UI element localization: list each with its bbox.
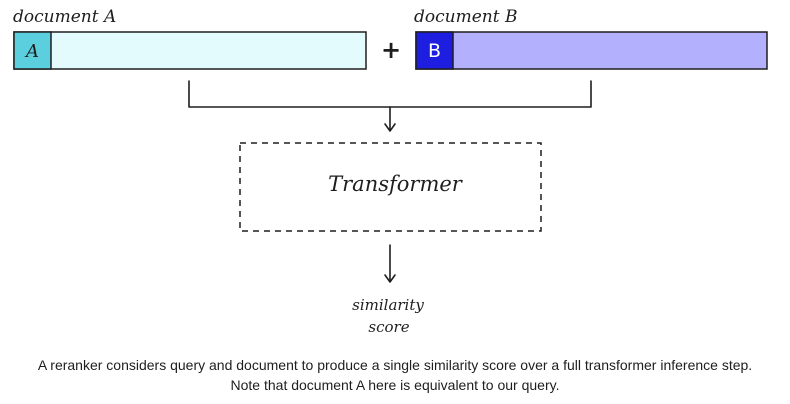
document-a-label: document A [13,7,116,27]
output-label-line2: score [368,318,409,336]
document-a-token-cell [13,31,52,70]
document-b-body [415,31,768,70]
document-b-box: B [415,31,768,70]
document-b-token-cell [415,31,454,70]
transformer-box [239,142,542,232]
arrow-down-icon [384,106,396,132]
caption-line-1: A reranker considers query and document … [37,357,753,373]
output-label-line1: similarity [352,296,424,314]
plus-operator: + [381,36,401,64]
caption-line-2: Note that document A here is equivalent … [230,377,560,393]
merge-bracket [188,80,592,108]
document-a-body [13,31,367,70]
document-a-token: A [24,41,39,62]
arrow-down-icon [384,244,396,283]
transformer-label: Transformer [328,172,464,196]
document-b-label: document B [414,7,517,27]
figure-caption: A reranker considers query and document … [0,355,790,395]
document-a-box: A [13,31,367,70]
document-b-token: B [428,40,441,62]
